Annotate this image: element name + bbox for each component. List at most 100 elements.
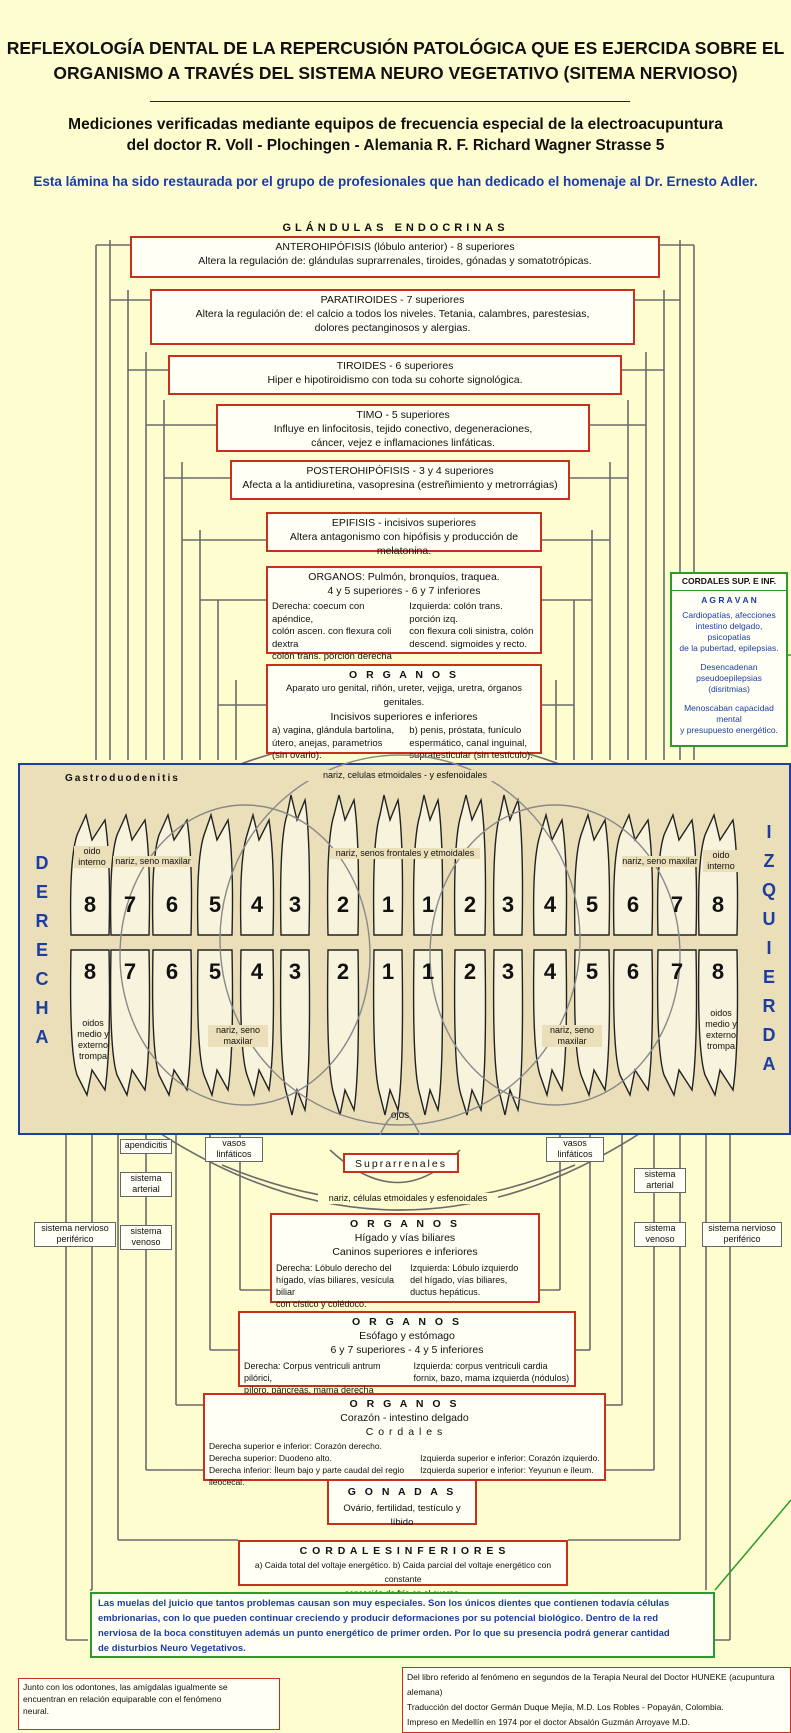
subtitle-line-1: Mediciones verificadas mediante equipos …: [68, 116, 723, 133]
tooth-number-lower-2: 7: [123, 959, 137, 984]
cordales-p1-1: Cardiopatías, afecciones: [682, 610, 776, 620]
cordales-p2-2: pseudoepilepsias (disritmias): [696, 673, 762, 694]
subtitle: Mediciones verificadas mediante equipos …: [0, 114, 791, 156]
oido-l-2: interno: [707, 861, 735, 871]
box-urogenital: O R G A N O S Aparato uro genital, riñón…: [266, 664, 542, 761]
restoration-note: Esta lámina ha sido restaurada por el gr…: [33, 174, 758, 189]
tooth-number-upper-14: 6: [626, 892, 640, 917]
nervioso-l-1: sistema nervioso: [708, 1223, 776, 1233]
vasos-l-2: linfáticos: [557, 1149, 593, 1159]
tooth-number-lower-5: 4: [250, 959, 264, 984]
esofago-i-2: fornix, bazo, mama izquierda (nódulos): [413, 1373, 570, 1383]
para-title: PARATIROIDES - 7 superiores: [320, 294, 465, 306]
arterial-l-2: arterial: [646, 1180, 674, 1190]
box-pulmon: ORGANOS: Pulmón, bronquios, traquea. 4 y…: [266, 566, 542, 662]
arterial-r-2: arterial: [132, 1184, 160, 1194]
box-cordales-sup: CORDALES SUP. E INF. A G R A V A N Cardi…: [670, 572, 788, 747]
tooth-lower-12: [532, 949, 568, 1098]
footer-left-1: Junto con los odontones, las amígdalas i…: [23, 1682, 228, 1692]
oidos-r-3: externo: [77, 1040, 109, 1050]
box-anterohipofisis: ANTEROHIPÓFISIS (lóbulo anterior) - 8 su…: [130, 236, 660, 278]
izquierda-letter: I: [766, 938, 772, 958]
para-text-2: dolores pectanginosos y alergias.: [314, 322, 471, 334]
tooth-number-upper-1: 8: [83, 892, 97, 917]
pulmon-izq-1: Izquierda: colón trans. porción izq.: [409, 601, 503, 625]
corazon-izquierda: Izquierda superior e inferior: Corazón i…: [420, 1440, 600, 1488]
esofago-sub-1: Esófago y estómago: [359, 1330, 455, 1342]
box-epifisis: EPIFISIS - incisivos superiores Altera a…: [266, 512, 542, 557]
oidos-l-3: externo: [705, 1030, 737, 1040]
tooth-number-upper-4: 5: [208, 892, 222, 917]
higado-d-1: Derecha: Lóbulo derecho del: [276, 1263, 392, 1273]
oido-l-1: oido: [712, 850, 730, 860]
tooth-number-upper-13: 5: [585, 892, 599, 917]
tooth-upper-16: [697, 812, 739, 936]
tooth-lower-7: [326, 949, 360, 1116]
higado-sub-1: Hígado y vías biliares: [354, 1232, 456, 1244]
tooth-number-lower-16: 8: [711, 959, 725, 984]
tooth-upper-15: [656, 812, 698, 936]
box-gonadas: G O N A D A S Ovário, fertilidad, testíc…: [327, 1479, 477, 1528]
pulmon-derecha-1: Derecha: coecum con apéndice,: [272, 601, 365, 625]
esofago-izquierda: Izquierda: corpus ventriculi cardia forn…: [414, 1360, 570, 1408]
tooth-upper-7: [326, 794, 360, 936]
izquierda-letter: I: [766, 822, 772, 842]
gastro-label: Gastroduodenitis: [65, 773, 180, 784]
green-note-1: Las muelas del juicio que tantos problem…: [98, 1598, 670, 1609]
apendicitis-box: apendicitis: [120, 1139, 172, 1154]
tooth-upper-5: [239, 812, 275, 936]
izquierda-letter: U: [762, 909, 776, 929]
gonadas-title: G O N A D A S: [347, 1486, 457, 1498]
tooth-lower-15: [656, 949, 698, 1098]
footer-right-note: Del libro referido al fenómeno en segund…: [402, 1667, 791, 1733]
vasos-r-1: vasos: [222, 1138, 246, 1148]
izquierda-letter: R: [762, 996, 776, 1016]
timo-title: TIMO - 5 superiores: [356, 409, 450, 421]
page-title: REFLEXOLOGÍA DENTAL DE LA REPERCUSIÓN PA…: [0, 36, 791, 86]
gonadas-text: Ovário, fertilidad, testículo y líbido: [343, 1503, 461, 1528]
tooth-upper-10: [453, 794, 487, 936]
cordales-inf-text-1: a) Caida total del voltaje energético. b…: [254, 1560, 552, 1584]
tooth-lower-8: [372, 949, 404, 1116]
tooth-upper-3: [151, 812, 193, 936]
derecha-letter: H: [35, 998, 49, 1018]
box-posterohipofisis: POSTEROHIPÓFISIS - 3 y 4 superiores Afec…: [230, 460, 570, 500]
tooth-upper-8: [372, 794, 404, 936]
derecha-letter: D: [35, 853, 49, 873]
urogenital-b-2: espermático, canal inguinal,: [409, 737, 528, 749]
urogenital-line-2: Incisivos superiores e inferiores: [330, 711, 478, 723]
cordales-p2-1: Desencadenan: [700, 662, 758, 672]
epifisis-title: EPIFISIS - incisivos superiores: [331, 517, 477, 529]
box-higado: O R G A N O S Hígado y vías biliares Can…: [270, 1213, 540, 1309]
footer-right-1: Del libro referido al fenómeno en segund…: [407, 1672, 775, 1697]
para-text-1: Altera la regulación de: el calcio a tod…: [195, 308, 590, 320]
esofago-sub-2: 6 y 7 superiores - 4 y 5 inferiores: [330, 1344, 484, 1356]
tooth-number-lower-9: 1: [421, 959, 435, 984]
footer-right-2: Traducción del doctor Germán Duque Mejía…: [407, 1702, 724, 1712]
nariz-frontales-label: nariz, senos frontales y etmoidales: [330, 848, 480, 859]
tooth-lower-4: [196, 949, 234, 1098]
cordales-p1-3: de la pubertad, epilepsias.: [679, 643, 779, 653]
footer-left-note: Junto con los odontones, las amígdalas i…: [18, 1678, 280, 1730]
cordales-agravan: A G R A V A N: [701, 595, 757, 605]
title-line-1: REFLEXOLOGÍA DENTAL DE LA REPERCUSIÓN PA…: [6, 38, 785, 58]
venoso-l-2: venoso: [645, 1234, 675, 1244]
oidos-r-4: trompa: [78, 1051, 107, 1061]
urogenital-a: a) vagina, glándula bartolina, útero, an…: [272, 725, 399, 763]
arterial-r-1: sistema: [130, 1173, 162, 1183]
venoso-r-2: venoso: [131, 1237, 161, 1247]
corazon-d-1: Derecha superior e inferior: Corazón der…: [209, 1441, 382, 1451]
tooth-lower-5: [239, 949, 275, 1098]
higado-i-2: del hígado, vías biliares,: [410, 1275, 508, 1285]
pulmon-izquierda: Izquierda: colón trans. porción izq. con…: [409, 601, 536, 664]
